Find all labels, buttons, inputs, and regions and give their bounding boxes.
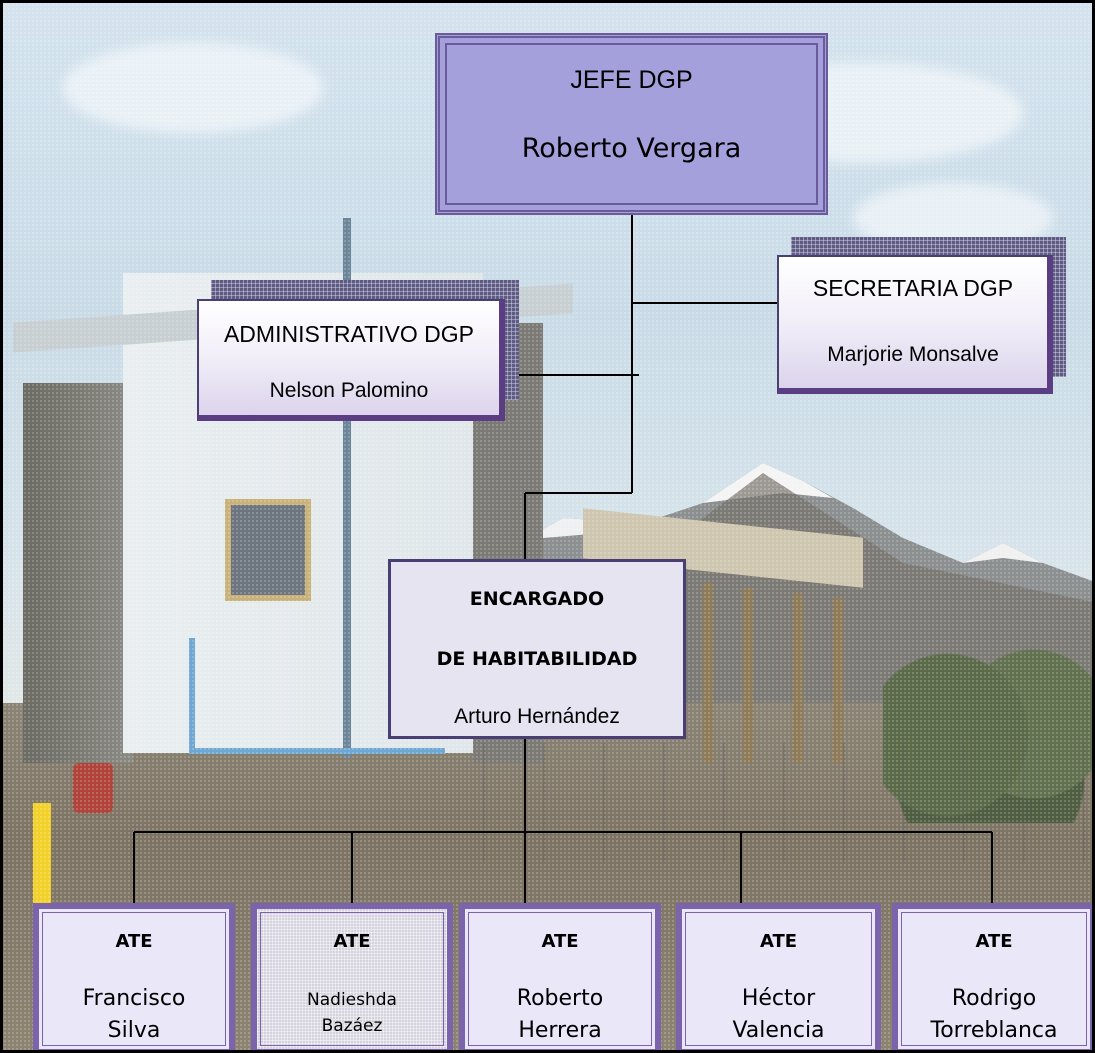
pipe [343, 218, 351, 758]
node-role: ATE [541, 931, 579, 952]
post [793, 593, 803, 763]
person-first-name: Héctor [741, 986, 816, 1011]
node-person: Arturo Hernández [454, 705, 620, 728]
node-jefe-dgp: JEFE DGP Roberto Vergara [435, 33, 828, 215]
person-last-name: Valencia [732, 1018, 825, 1043]
post [703, 583, 713, 763]
node-title: ADMINISTRATIVO DGP [223, 321, 475, 347]
connectors [133, 215, 993, 903]
post [833, 598, 843, 763]
node-title-line1: ENCARGADO [469, 588, 605, 610]
person-first-name: Roberto [516, 986, 604, 1011]
node-person: Rodrigo Torreblanca [898, 983, 1090, 1047]
node-person: Nelson Palomino [269, 379, 429, 402]
fence [483, 743, 1092, 863]
node-administrativo-dgp: ADMINISTRATIVO DGP Nelson Palomino [197, 299, 505, 421]
house-side [23, 383, 133, 763]
node-person: Héctor Valencia [682, 983, 875, 1047]
cloud [63, 43, 323, 133]
person-first-name: Francisco [82, 986, 186, 1011]
node-person: Nadieshda Bazáez [257, 987, 447, 1039]
node-title: JEFE DGP [570, 66, 693, 94]
red-object [73, 763, 113, 813]
node-secretaria-dgp: SECRETARIA DGP Marjorie Monsalve [777, 255, 1053, 394]
node-ate: ATE Héctor Valencia [676, 903, 881, 1050]
node-person: Roberto Herrera [465, 983, 655, 1047]
node-person: Roberto Vergara [521, 133, 742, 164]
node-title: SECRETARIA DGP [812, 275, 1014, 301]
post [743, 588, 753, 763]
node-role: ATE [115, 931, 153, 952]
person-last-name: Herrera [518, 1018, 602, 1043]
node-role: ATE [759, 931, 798, 952]
person-last-name: Bazáez [321, 1016, 383, 1036]
node-person: Marjorie Monsalve [827, 343, 999, 366]
node-role: ATE [333, 931, 371, 952]
node-encargado-habitabilidad: ENCARGADO DE HABITABILIDAD Arturo Hernán… [388, 559, 686, 739]
person-first-name: Rodrigo [951, 986, 1037, 1011]
trees [883, 603, 1092, 823]
person-last-name: Silva [107, 1018, 161, 1043]
node-role: ATE [975, 931, 1013, 952]
blue-pipe [189, 638, 445, 754]
node-person: Francisco Silva [39, 983, 229, 1047]
person-last-name: Torreblanca [930, 1018, 1058, 1043]
node-title-line2: DE HABITABILIDAD [436, 648, 638, 670]
person-first-name: Nadieshda [307, 990, 397, 1010]
node-ate: ATE Francisco Silva [33, 903, 235, 1050]
window [225, 499, 311, 601]
node-ate: ATE Nadieshda Bazáez [251, 903, 453, 1050]
node-ate: ATE Rodrigo Torreblanca [892, 903, 1092, 1050]
node-ate: ATE Roberto Herrera [459, 903, 661, 1050]
